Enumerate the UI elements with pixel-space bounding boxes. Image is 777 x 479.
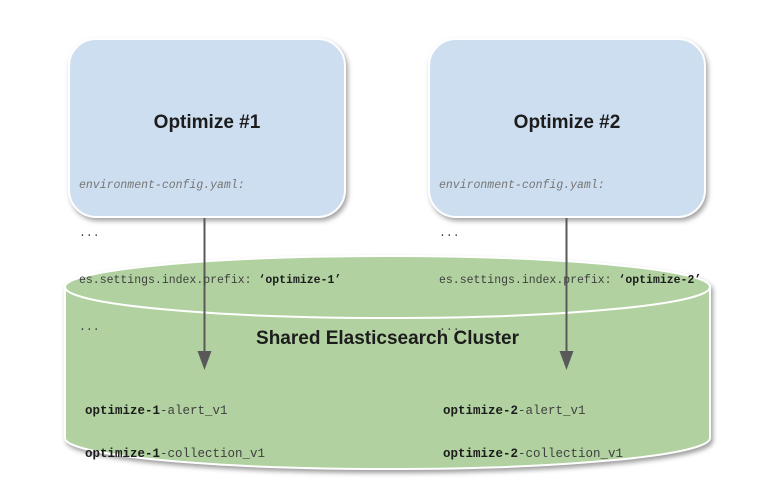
arrow-head-icon — [559, 351, 574, 370]
setting-key: es.settings.index.prefix: — [439, 273, 619, 287]
config-setting-line: es.settings.index.prefix: ‘optimize-2’ — [439, 273, 701, 289]
config-ellipsis: ... — [439, 226, 460, 240]
index-row: optimize-1-collection_v1 — [85, 447, 266, 462]
optimize-2-index-list: optimize-2-alert_v1 optimize-2-collectio… — [443, 375, 661, 479]
index-row: optimize-2-collection_v1 — [443, 447, 624, 462]
optimize-1-node: Optimize #1 environment-config.yaml: ...… — [68, 38, 346, 334]
optimize-1-config-snippet: environment-config.yaml: ... es.settings… — [79, 147, 341, 367]
index-row: optimize-2-alert_v1 — [443, 403, 586, 418]
optimize-1-index-list: optimize-1-alert_v1 optimize-1-collectio… — [85, 375, 303, 479]
config-ellipsis: ... — [79, 226, 100, 240]
index-row: optimize-1-alert_v1 — [85, 403, 228, 418]
config-ellipsis: ... — [439, 320, 460, 334]
arrow-optimize-1-to-cluster — [197, 218, 212, 370]
cylinder-lid — [64, 255, 711, 319]
optimize-1-title: Optimize #1 — [153, 112, 261, 133]
optimize-2-title: Optimize #2 — [513, 112, 621, 133]
config-ellipsis: ... — [79, 320, 100, 334]
cluster-title: Shared Elasticsearch Cluster — [256, 328, 519, 349]
setting-value: ‘optimize-1’ — [258, 273, 342, 287]
optimize-2-node: Optimize #2 environment-config.yaml: ...… — [428, 38, 706, 334]
config-file-line: environment-config.yaml: — [79, 179, 245, 193]
config-setting-line: es.settings.index.prefix: ‘optimize-1’ — [79, 273, 341, 289]
config-file-line: environment-config.yaml: — [439, 179, 605, 193]
arrow-head-icon — [197, 351, 212, 370]
setting-key: es.settings.index.prefix: — [79, 273, 259, 287]
optimize-2-config-snippet: environment-config.yaml: ... es.settings… — [439, 147, 701, 367]
setting-value: ‘optimize-2’ — [618, 273, 702, 287]
arrow-optimize-2-to-cluster — [559, 218, 574, 370]
elasticsearch-cylinder — [64, 255, 711, 470]
